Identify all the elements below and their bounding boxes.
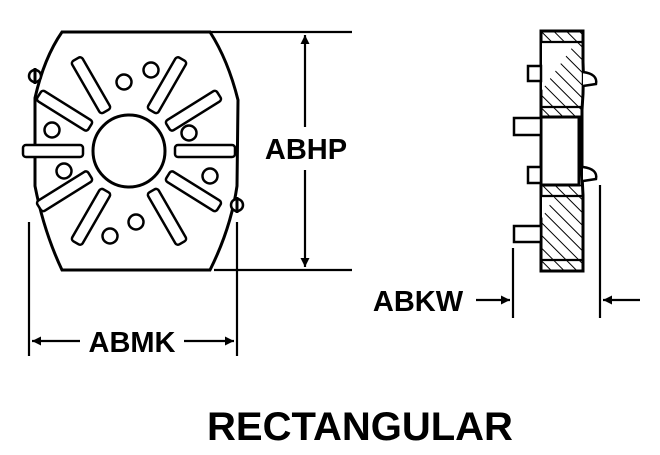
contact-slots <box>21 56 237 246</box>
side-tab-lower <box>582 165 598 183</box>
side-view <box>512 29 598 273</box>
pin-hole <box>115 73 133 91</box>
side-pin <box>512 116 543 137</box>
contact-slot <box>173 143 237 159</box>
contact-slot <box>70 56 112 115</box>
contact-slot <box>21 143 85 159</box>
height-label: ABHP <box>265 134 347 166</box>
socket-outline <box>33 30 240 272</box>
contact-slot <box>146 187 188 246</box>
pin-hole <box>201 167 219 185</box>
center-hole <box>91 113 167 189</box>
side-tab-upper <box>582 70 598 88</box>
side-pin <box>526 64 543 83</box>
side-pin <box>526 165 543 185</box>
width-label: ABMK <box>89 327 176 359</box>
thickness-label: ABKW <box>373 286 464 318</box>
contact-slot <box>146 56 188 115</box>
pin-hole <box>127 213 145 231</box>
pin-hole <box>101 227 119 245</box>
contact-slot <box>70 187 112 246</box>
contact-insert <box>539 115 581 187</box>
front-view <box>21 30 245 272</box>
side-body-unhatched <box>542 42 576 218</box>
width-dimension: ABMK <box>27 222 239 359</box>
diagram-caption: RECTANGULAR <box>207 405 513 449</box>
contact-slot <box>164 89 223 132</box>
contact-slot <box>35 170 94 213</box>
contact-slot <box>35 89 94 132</box>
side-pin <box>512 224 543 244</box>
contact-slot <box>164 170 223 213</box>
pin-holes <box>43 61 219 245</box>
pin-hole <box>180 124 198 142</box>
pin-hole <box>142 61 160 79</box>
pin-hole <box>43 121 61 139</box>
thickness-dimension: ABKW <box>373 185 640 318</box>
pin-hole <box>55 162 73 180</box>
height-dimension: ABHP <box>210 30 352 272</box>
